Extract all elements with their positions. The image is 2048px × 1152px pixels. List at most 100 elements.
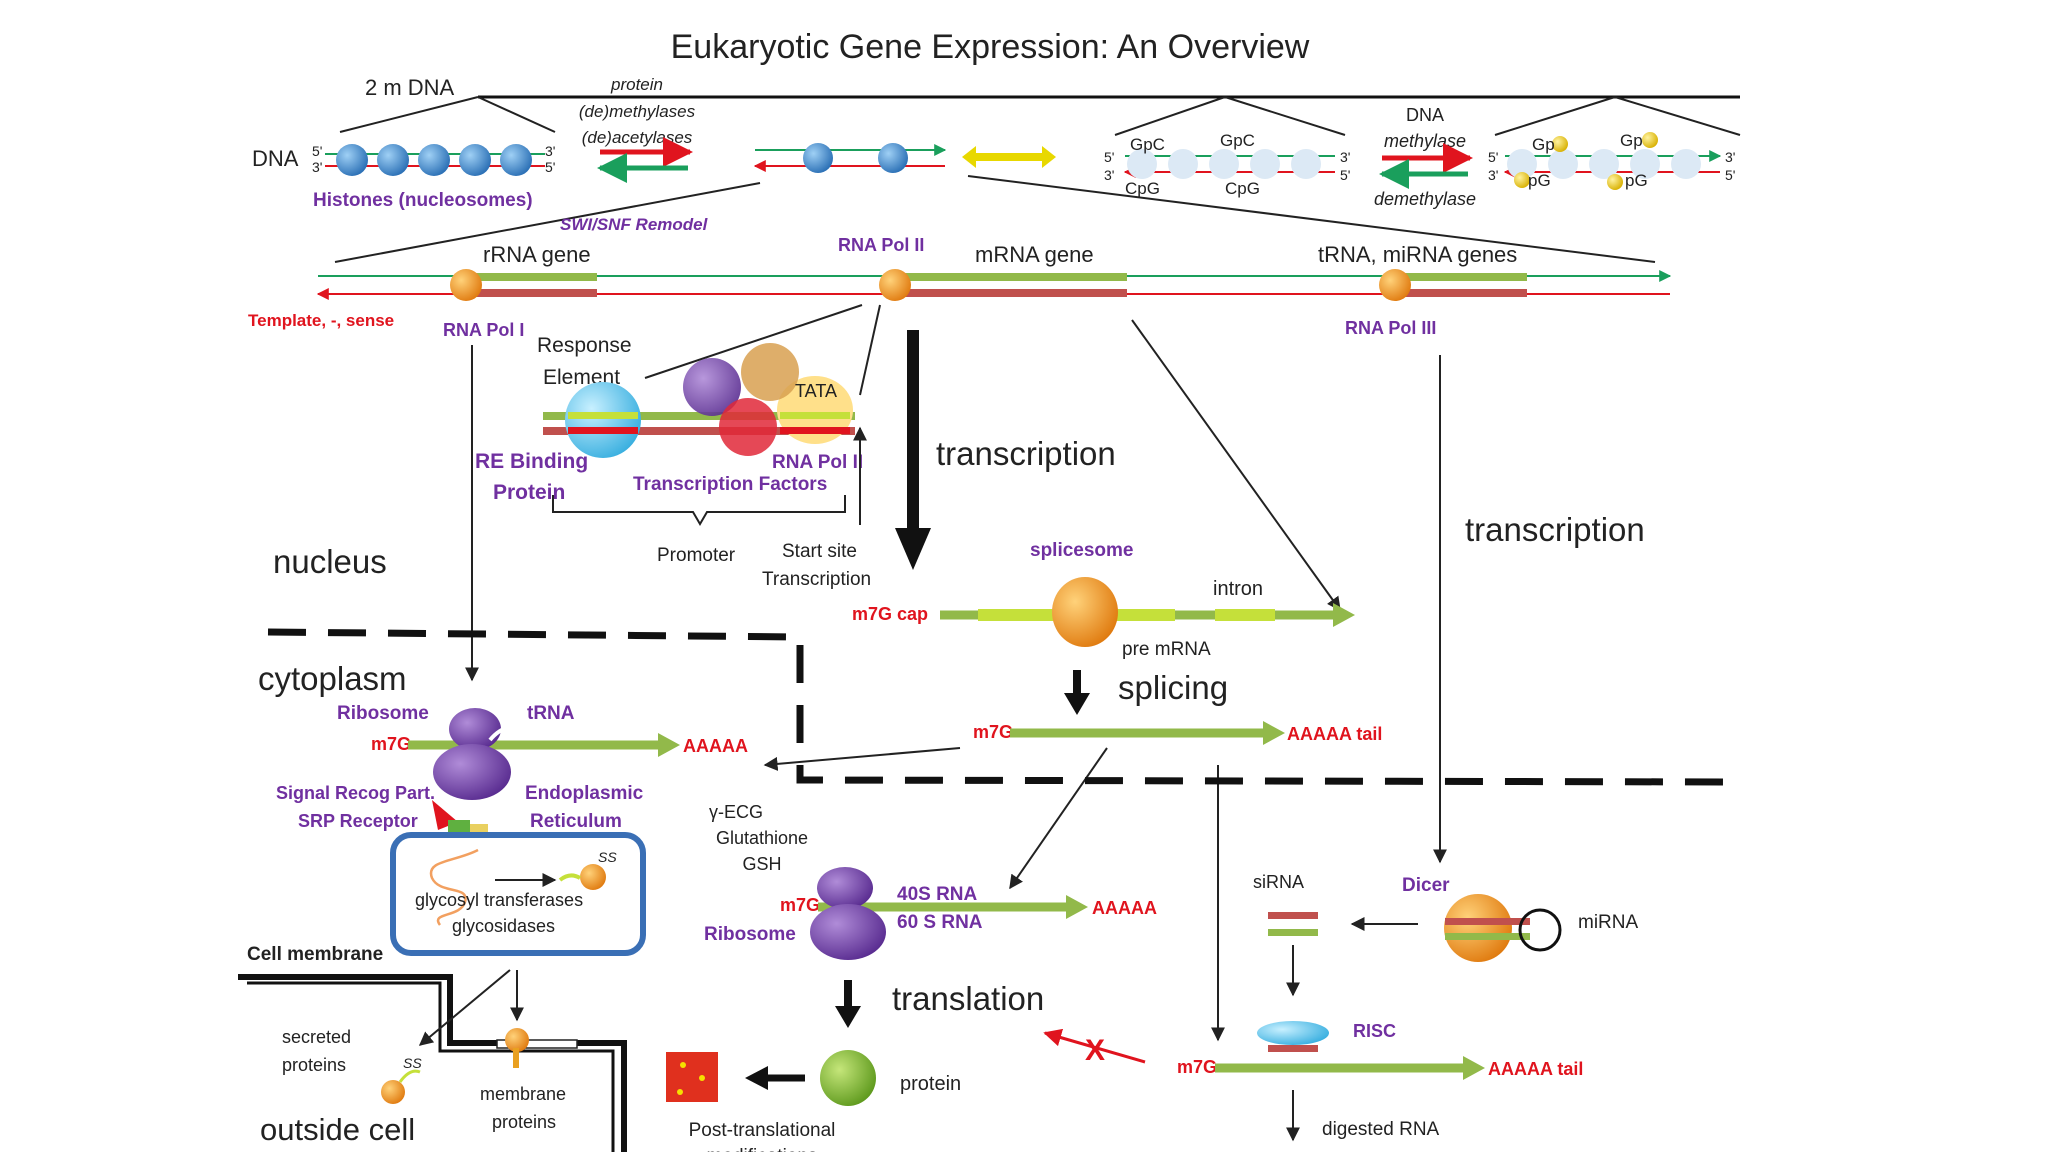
rna-60s-label: 60 S RNA <box>897 912 983 933</box>
promoter-pol-ii-label: RNA Pol II <box>772 452 863 473</box>
response-label: Response <box>537 334 632 357</box>
dna-label: DNA <box>252 146 299 171</box>
enzyme-protein-label: protein <box>610 75 663 94</box>
yellow-double-arrow-icon <box>962 146 1056 168</box>
page-title: Eukaryotic Gene Expression: An Overview <box>671 28 1310 66</box>
dicer-icon <box>1444 894 1512 962</box>
glycosidases-label: glycosidases <box>452 916 555 936</box>
ptm-label-2: modifications <box>707 1146 818 1152</box>
splicesome-label: splicesome <box>1030 540 1134 561</box>
secreted-protein-icon <box>381 1069 421 1104</box>
cell-membrane-label: Cell membrane <box>247 944 383 965</box>
start-site-label: Start site <box>782 541 857 562</box>
reticulum-label: Reticulum <box>530 811 622 832</box>
re-binding-label: RE Binding <box>475 450 588 473</box>
rna-pol-iii-icon <box>1379 269 1411 301</box>
tata-label: TATA <box>795 381 837 401</box>
promoter-dna-green <box>543 412 855 420</box>
sirna-label: siRNA <box>1253 872 1304 892</box>
methylase-label: methylase <box>1384 131 1466 151</box>
transcription-label: transcription <box>936 435 1116 472</box>
splicing-label: splicing <box>1118 669 1228 706</box>
rnai-aaaaa-tail-label: AAAAA tail <box>1488 1059 1583 1079</box>
mirna-label: miRNA <box>1578 912 1638 933</box>
membrane-proteins-label: proteins <box>492 1112 556 1132</box>
five-prime-label: 5' <box>312 143 322 159</box>
srp-receptor-label: SRP Receptor <box>298 811 418 831</box>
three-prime-label: 3' <box>312 159 322 175</box>
trna-gene-bar <box>1395 273 1527 281</box>
enzyme-methylases-label: (de)methylases <box>579 102 696 121</box>
transcription-factor-icon <box>719 398 777 456</box>
mature-m7g-label: m7G <box>973 722 1013 742</box>
mrna-to-premrna-arrow <box>1131 319 1341 612</box>
histone-beads <box>336 144 532 176</box>
gpc-label: GpC <box>1130 135 1165 154</box>
glycoprotein-icon <box>580 864 606 890</box>
rna-pol-i-label: RNA Pol I <box>443 320 524 340</box>
secreted-ss-label: SS <box>403 1055 422 1071</box>
five-prime-label: 5' <box>1488 149 1498 165</box>
inhibition-x-icon: X <box>1085 1034 1105 1067</box>
ptm-label-1: Post-translational <box>689 1120 836 1141</box>
er-ss-label: SS <box>598 849 617 865</box>
mrna-gene-label: mRNA gene <box>975 242 1094 267</box>
rrna-gene-bar <box>465 273 597 281</box>
cell-membrane-line <box>238 974 627 1152</box>
mature-aaaaa-tail-label: AAAAA tail <box>1287 724 1382 744</box>
transcription-label-2: transcription <box>1465 511 1645 548</box>
endoplasmic-label: Endoplasmic <box>525 783 644 804</box>
dicer-label: Dicer <box>1402 875 1450 896</box>
pg-label: pG <box>1528 171 1551 190</box>
ptm-protein-icon <box>666 1052 718 1102</box>
er-m7g-label: m7G <box>371 734 411 754</box>
transcription-factor-icon <box>741 343 799 401</box>
intron-label: intron <box>1213 578 1263 600</box>
promoter-bracket <box>552 495 846 526</box>
pg-label: pG <box>1625 171 1648 190</box>
rna-pol-ii-label: RNA Pol II <box>838 235 924 255</box>
methylated-gpc-region <box>1123 149 1335 179</box>
trna-icon <box>488 724 526 742</box>
protein-icon <box>820 1050 876 1106</box>
rna-40s-label: 40S RNA <box>897 884 978 905</box>
translation-aaaaa-label: AAAAA <box>1092 898 1157 918</box>
gpc-label: GpC <box>1220 131 1255 150</box>
start-site-transcription-label: Transcription <box>762 569 871 590</box>
five-prime-label: 5' <box>1725 167 1735 183</box>
rna-pol-ii-icon <box>879 269 911 301</box>
nascent-protein-chain <box>429 848 479 926</box>
er-aaaaa-label: AAAAA <box>683 736 748 756</box>
er-lumen <box>390 832 646 956</box>
dna-length-label: 2 m DNA <box>365 75 455 100</box>
protein-label: protein <box>900 1073 961 1095</box>
trna-label: tRNA <box>527 703 575 724</box>
er-ribosome-small-icon <box>449 708 501 750</box>
sirna-icon <box>1268 912 1318 919</box>
five-prime-label: 5' <box>1340 167 1350 183</box>
gsh-label: GSH <box>742 854 781 874</box>
glycosyl-label: glycosyl transferases <box>415 890 583 910</box>
outside-cell-label: outside cell <box>260 1112 415 1147</box>
five-prime-label: 5' <box>545 159 555 175</box>
three-prime-label: 3' <box>545 143 555 159</box>
three-prime-label: 3' <box>1725 149 1735 165</box>
rna-pol-iii-label: RNA Pol III <box>1345 318 1436 338</box>
rnai-m7g-label: m7G <box>1177 1057 1217 1077</box>
er-ribosome-large-icon <box>433 744 511 800</box>
histone-bead <box>878 143 908 173</box>
membrane-label: membrane <box>480 1084 566 1104</box>
methylated-gp-region <box>1503 132 1722 190</box>
histone-bead <box>803 143 833 173</box>
gp-label: Gp <box>1620 131 1643 150</box>
secreted-proteins-label: proteins <box>282 1055 346 1075</box>
cytoplasm-label: cytoplasm <box>258 660 407 697</box>
nucleus-label: nucleus <box>273 543 387 580</box>
risc-label: RISC <box>1353 1021 1396 1041</box>
ribosome-small-icon <box>817 867 873 909</box>
translation-ribosome-label: Ribosome <box>704 924 796 945</box>
three-prime-label: 3' <box>1488 167 1498 183</box>
mrna-gene-bar <box>895 273 1127 281</box>
template-sense-label: Template, -, sense <box>248 311 394 330</box>
